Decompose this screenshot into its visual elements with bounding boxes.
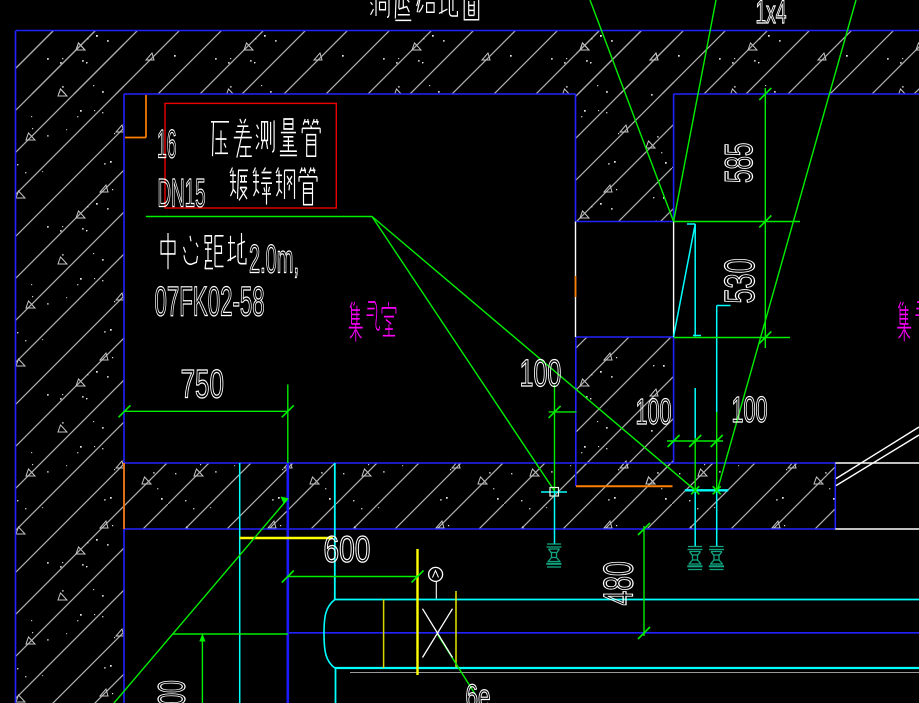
svg-text:530: 530 [715, 258, 764, 303]
svg-text:16: 16 [157, 121, 177, 166]
svg-text:1x4: 1x4 [756, 0, 787, 30]
svg-text:100: 100 [520, 352, 562, 394]
svg-text:100: 100 [636, 392, 672, 432]
svg-text:00: 00 [151, 680, 193, 703]
svg-text:750: 750 [181, 362, 224, 407]
svg-text:585: 585 [717, 143, 760, 183]
svg-text:07FK02-58: 07FK02-58 [155, 279, 265, 325]
svg-text:6e: 6e [466, 678, 491, 703]
svg-text:2.0m,: 2.0m, [249, 236, 299, 282]
svg-text:100: 100 [732, 390, 768, 430]
svg-text:DN15: DN15 [158, 171, 206, 216]
svg-text:480: 480 [596, 561, 642, 605]
svg-text:600: 600 [324, 528, 371, 570]
